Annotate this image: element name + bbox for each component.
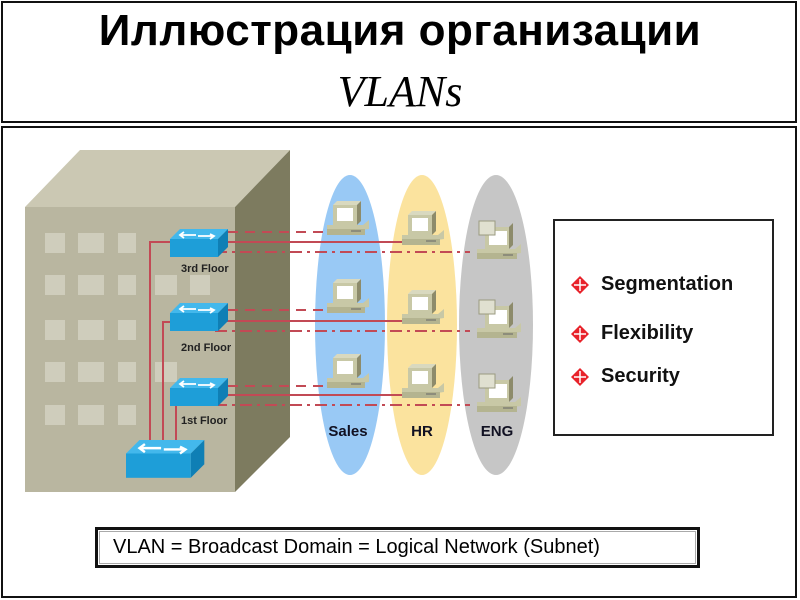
group-label-hr: HR [411,423,433,440]
floor-label-2nd: 2nd Floor [181,342,232,354]
group-label-eng: ENG [481,423,514,440]
features-box: Segmentation Flexibility Security [553,219,774,436]
switch-3rd-floor[interactable] [169,228,229,258]
building-roof [25,150,290,207]
building-windows [45,233,210,425]
feature-label: Flexibility [601,322,694,344]
diamond-bullet-icon [571,324,589,343]
group-label-sales: Sales [328,423,367,440]
vlan-diagram: 3rd Floor 2nd Floor 1st Floor Sales HR E… [25,150,533,492]
diamond-bullet-icon [571,367,589,386]
feature-label: Segmentation [601,273,734,295]
group-ellipse-sales [315,175,385,475]
page-subtitle: VLANs [337,67,463,116]
switch-1st-floor[interactable] [169,377,229,407]
floor-label-1st: 1st Floor [181,415,228,427]
page-title: Иллюстрация организации [98,6,702,55]
core-switch[interactable] [124,438,206,480]
vlan-definition-text: VLAN = Broadcast Domain = Logical Networ… [113,536,600,558]
vlan-links [215,231,470,406]
vlan-definition-box: VLAN = Broadcast Domain = Logical Networ… [95,527,700,568]
feature-item-security: Security [571,365,680,388]
switch-2nd-floor[interactable] [169,302,229,332]
floor-label-3rd: 3rd Floor [181,263,229,275]
feature-item-segmentation: Segmentation [571,273,733,296]
feature-label: Security [601,365,680,387]
content-frame [1,126,797,598]
group-ellipse-hr [387,175,457,475]
feature-item-flexibility: Flexibility [571,322,693,345]
diamond-bullet-icon [571,275,589,294]
title-frame [1,1,797,123]
